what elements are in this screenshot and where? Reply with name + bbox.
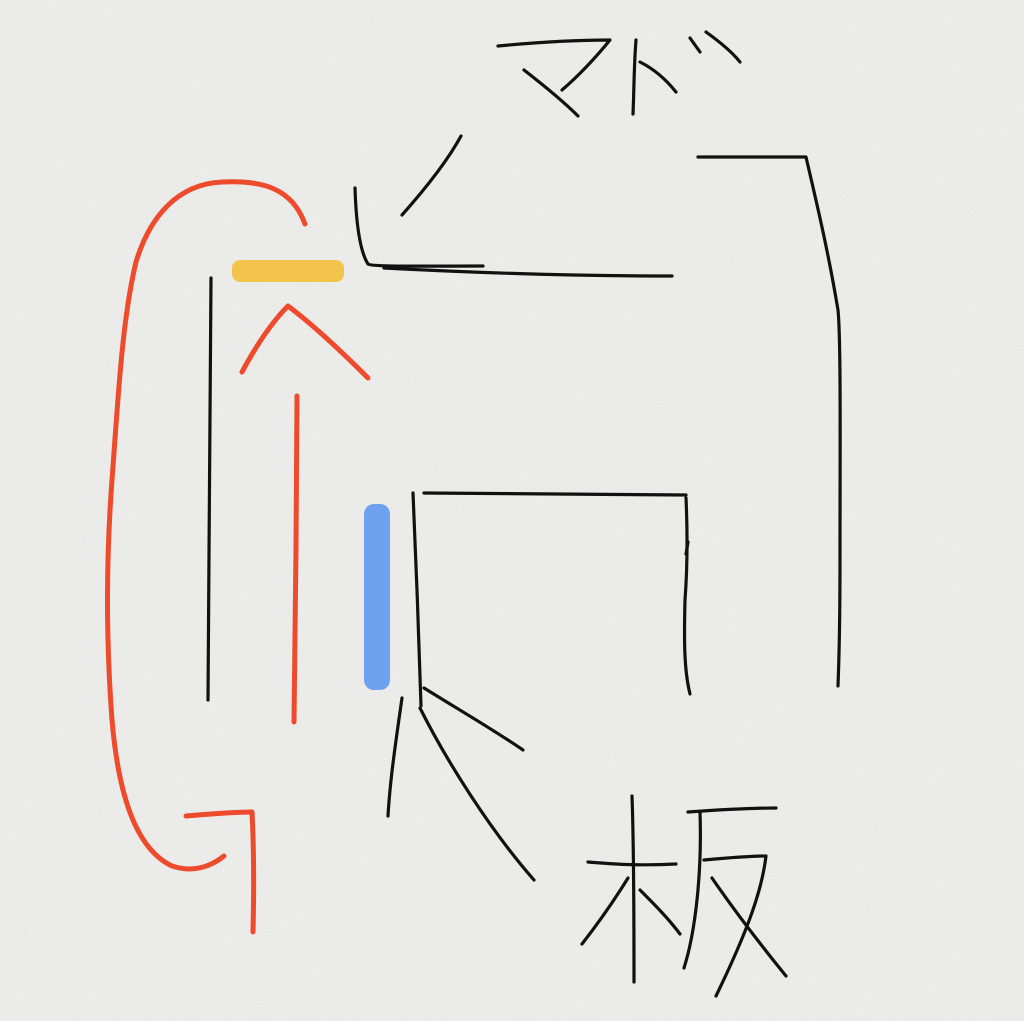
- upper-frame-slash: [400, 134, 463, 217]
- loop-arrow-hook: [183, 809, 257, 935]
- inner-box-right: [682, 496, 692, 696]
- upper-frame-left-edge: [353, 186, 485, 268]
- left-vertical-line: [206, 276, 213, 702]
- blue-highlight-mark: [364, 504, 390, 690]
- up-arrow-shaft: [291, 393, 300, 725]
- inner-box-top: [422, 491, 688, 497]
- yellow-highlight-mark: [232, 260, 344, 282]
- inner-box-right-tick: [684, 540, 690, 556]
- right-outer-wall: [696, 155, 842, 688]
- loop-arrow: [105, 179, 308, 872]
- middle-leg: [418, 706, 536, 882]
- top-katakana-label: マド: [538, 26, 698, 119]
- up-arrow-head: [239, 303, 371, 381]
- katakana-mado-drawing: [496, 30, 742, 118]
- kanji-ita-drawing: [580, 794, 788, 998]
- black-ink-drawing: [206, 30, 842, 998]
- upper-frame-bottom-line: [382, 266, 674, 278]
- red-arrows: [105, 179, 371, 935]
- left-leg: [386, 696, 404, 818]
- bottom-kanji-label: 板: [594, 794, 774, 1003]
- inner-box-left: [411, 491, 423, 708]
- diagonal-leg: [422, 686, 525, 752]
